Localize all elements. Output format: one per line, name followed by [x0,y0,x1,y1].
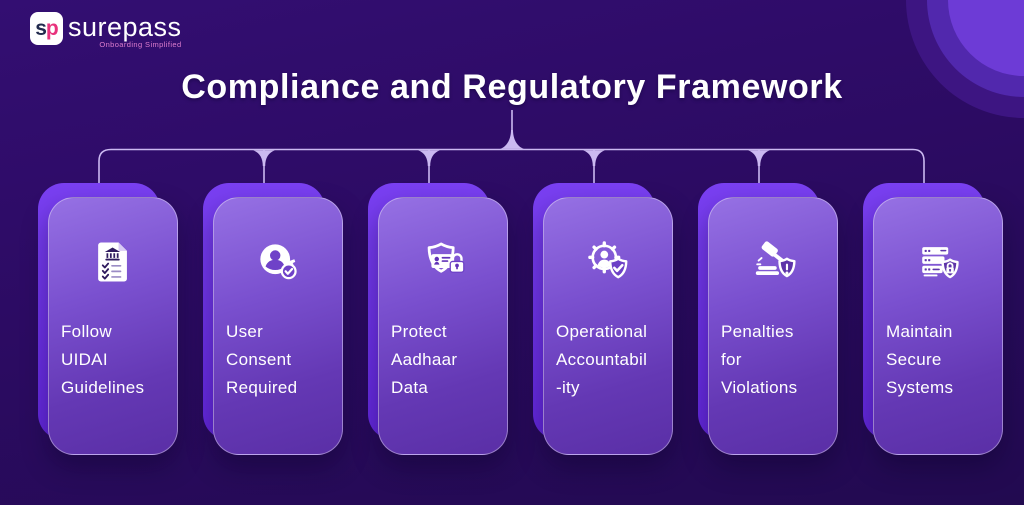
card-text-line: Systems [886,378,954,397]
shield-id-card-lock-icon [379,236,507,292]
card-operational-accountability: Operational Accountabil -ity [533,183,711,455]
card-text-line: Secure [886,350,942,369]
card-follow-uidai-guidelines: Follow UIDAI Guidelines [38,183,216,455]
card-user-consent-required: User Consent Required [203,183,381,455]
card-front-layer: User Consent Required [213,197,343,455]
card-front-layer: Protect Aadhaar Data [378,197,508,455]
connector-lines [98,110,925,184]
card-text-line: Violations [721,378,798,397]
logo-letter-p: p [45,17,59,40]
card-text-line: Aadhaar [391,350,458,369]
user-consent-check-icon [214,236,342,292]
card-text-line: Maintain [886,322,953,341]
card-front-layer: Penalties for Violations [708,197,838,455]
brand-name: surepass [68,12,182,42]
page-title: Compliance and Regulatory Framework [181,68,843,106]
logo-letter-s: s [35,17,47,40]
card-maintain-secure-systems: Maintain Secure Systems [863,183,1024,455]
brand-tagline: Onboarding Simplified [99,40,182,49]
card-text-line: Guidelines [61,378,145,397]
card-text-line: Penalties [721,322,794,341]
document-checklist-icon [49,236,177,292]
server-shield-lock-icon [874,236,1002,292]
card-text-line: Data [391,378,429,397]
card-front-layer: Maintain Secure Systems [873,197,1003,455]
card-text-line: Operational [556,322,648,341]
card-text-line: -ity [556,378,580,397]
card-text-line: UIDAI [61,350,108,369]
card-text-line: Consent [226,350,292,369]
gear-user-shield-check-icon [544,236,672,292]
card-text-line: User [226,322,264,341]
card-penalties-for-violations: Penalties for Violations [698,183,876,455]
gavel-shield-alert-icon [709,236,837,292]
card-front-layer: Follow UIDAI Guidelines [48,197,178,455]
card-text-line: for [721,350,742,369]
card-text-line: Accountabil [556,350,648,369]
card-text-line: Required [226,378,298,397]
card-text-line: Protect [391,322,447,341]
card-protect-aadhaar-data: Protect Aadhaar Data [368,183,546,455]
card-front-layer: Operational Accountabil -ity [543,197,673,455]
card-text-line: Follow [61,322,112,341]
